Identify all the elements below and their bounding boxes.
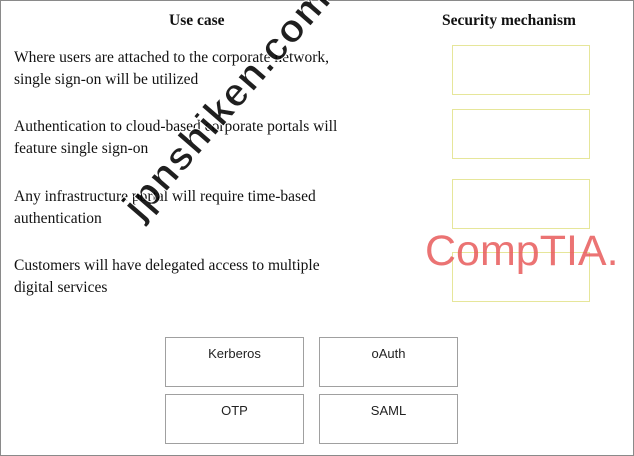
use-case-1-line-1: Where users are attached to the corporat… <box>14 49 330 66</box>
use-case-2-line-2: feature single sign-on <box>14 140 149 157</box>
use-case-2: Authentication to cloud-based corporate … <box>14 116 384 160</box>
drop-target-1[interactable] <box>452 45 590 95</box>
option-oauth[interactable]: oAuth <box>319 337 458 387</box>
drop-target-3[interactable] <box>452 179 590 229</box>
use-case-2-line-1: Authentication to cloud-based corporate … <box>14 118 338 135</box>
option-saml[interactable]: SAML <box>319 394 458 444</box>
use-case-4-line-1: Customers will have delegated access to … <box>14 257 320 274</box>
use-case-3: Any infrastructure portal will require t… <box>14 186 384 230</box>
use-case-3-line-2: authentication <box>14 210 102 227</box>
use-case-1-line-2: single sign-on will be utilized <box>14 71 199 88</box>
drop-target-4[interactable] <box>452 252 590 302</box>
drop-target-2[interactable] <box>452 109 590 159</box>
use-case-3-line-1: Any infrastructure portal will require t… <box>14 188 316 205</box>
use-case-1: Where users are attached to the corporat… <box>14 47 384 91</box>
security-mechanism-header: Security mechanism <box>442 12 576 29</box>
option-otp[interactable]: OTP <box>165 394 304 444</box>
use-case-header: Use case <box>169 12 225 29</box>
use-case-4: Customers will have delegated access to … <box>14 255 384 299</box>
use-case-4-line-2: digital services <box>14 279 108 296</box>
option-kerberos[interactable]: Kerberos <box>165 337 304 387</box>
